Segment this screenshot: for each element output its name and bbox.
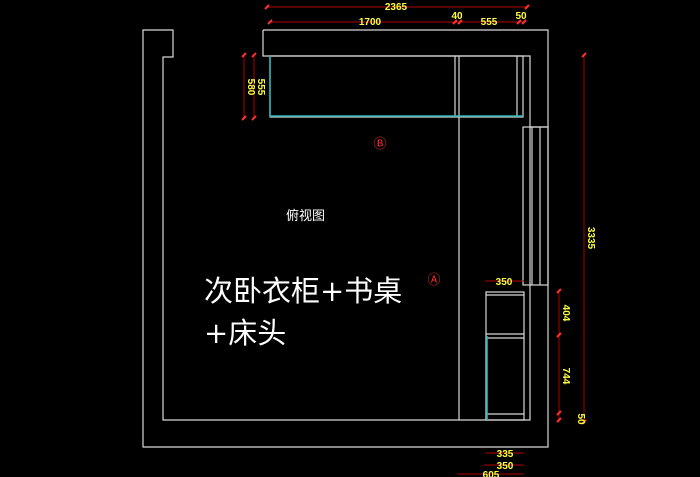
dim-bottom-1: 335 xyxy=(497,449,514,460)
marker-b: Ⓑ xyxy=(373,136,386,151)
view-label: 俯视图 xyxy=(286,209,326,224)
dim-top-right: 555 xyxy=(481,17,498,28)
drawing-title-line1: 次卧衣柜+书桌 xyxy=(204,274,403,308)
dim-top-gap: 40 xyxy=(451,11,463,22)
headboard-panel xyxy=(522,126,549,286)
dim-desk-width: 350 xyxy=(496,277,513,288)
dim-top-end: 50 xyxy=(515,11,527,22)
marker-a: Ⓐ xyxy=(427,272,440,287)
dim-desk-base: 50 xyxy=(575,413,586,425)
dim-right-total: 3335 xyxy=(585,227,596,250)
dim-top-total: 2365 xyxy=(385,2,408,13)
dim-desk-lower: 744 xyxy=(560,368,571,385)
dim-depth-outer: 580 xyxy=(245,79,256,96)
dim-depth-inner: 555 xyxy=(255,79,266,96)
desk-cabinet xyxy=(485,291,525,421)
dim-bottom-2: 350 xyxy=(497,461,514,472)
dim-top-left: 1700 xyxy=(359,17,382,28)
dimension-lines xyxy=(241,4,587,475)
dim-bottom-3: 605 xyxy=(483,470,500,477)
wardrobe-top xyxy=(269,55,524,420)
dim-desk-upper: 404 xyxy=(560,305,571,322)
drawing-title-line2: +床头 xyxy=(204,316,287,350)
dimension-labels: 2365 1700 40 555 50 580 555 3335 350 404… xyxy=(245,2,596,477)
